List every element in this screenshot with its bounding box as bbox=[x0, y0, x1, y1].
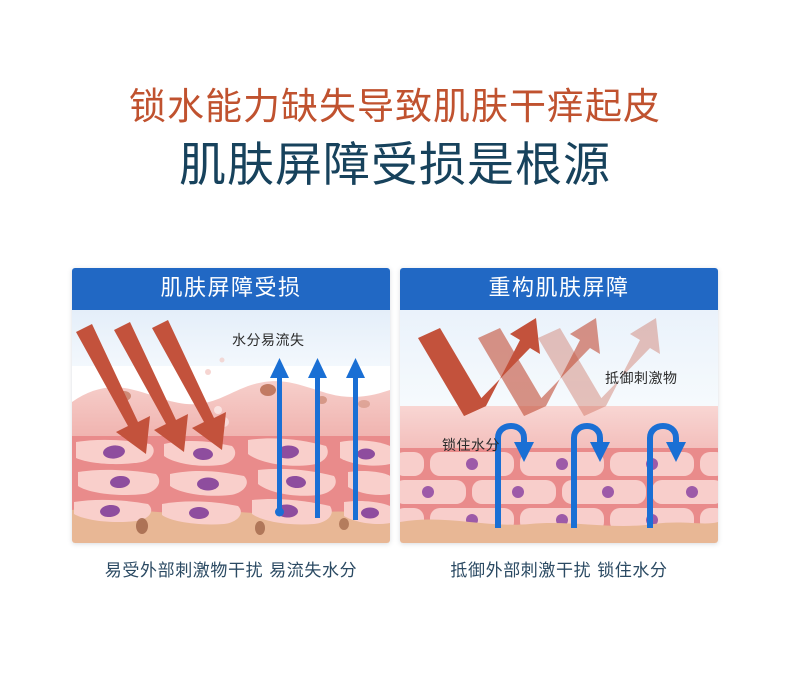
water-loss-arrows bbox=[270, 358, 365, 520]
damaged-skin-diagram bbox=[72, 310, 390, 543]
bounce-arrows bbox=[418, 318, 660, 416]
panel-rebuilt-header: 重构肌肤屏障 bbox=[400, 268, 718, 310]
irritant-arrows bbox=[76, 320, 226, 454]
panel-damaged-header: 肌肤屏障受损 bbox=[72, 268, 390, 310]
label-resist-irritants: 抵御刺激物 bbox=[605, 371, 678, 387]
label-lock-moisture: 锁住水分 bbox=[442, 438, 500, 454]
rebuilt-skin-diagram bbox=[400, 310, 718, 543]
panel-damaged-barrier: 肌肤屏障受损 bbox=[72, 268, 390, 543]
page-subtitle: 锁水能力缺失导致肌肤干痒起皮 bbox=[129, 85, 661, 128]
moisture-lock-arrowheads bbox=[514, 442, 686, 462]
caption-damaged-barrier: 易受外部刺激物干扰 易流失水分 bbox=[104, 561, 358, 581]
moisture-lock-arrows bbox=[495, 423, 679, 528]
panel-rebuilt-barrier: 重构肌肤屏障 bbox=[400, 268, 718, 543]
panel-damaged-illustration: 水分易流失 bbox=[72, 310, 390, 543]
panel-captions: 易受外部刺激物干扰 易流失水分 抵御外部刺激干扰 锁住水分 bbox=[72, 556, 718, 581]
label-water-loss: 水分易流失 bbox=[232, 333, 305, 349]
page-title: 肌肤屏障受损是根源 bbox=[179, 138, 611, 193]
comparison-panels: 肌肤屏障受损 bbox=[72, 268, 718, 543]
caption-rebuilt-barrier: 抵御外部刺激干扰 锁住水分 bbox=[450, 561, 668, 581]
panel-rebuilt-illustration: 抵御刺激物 锁住水分 bbox=[400, 310, 718, 543]
page-headings: 锁水能力缺失导致肌肤干痒起皮 肌肤屏障受损是根源 bbox=[0, 84, 790, 196]
